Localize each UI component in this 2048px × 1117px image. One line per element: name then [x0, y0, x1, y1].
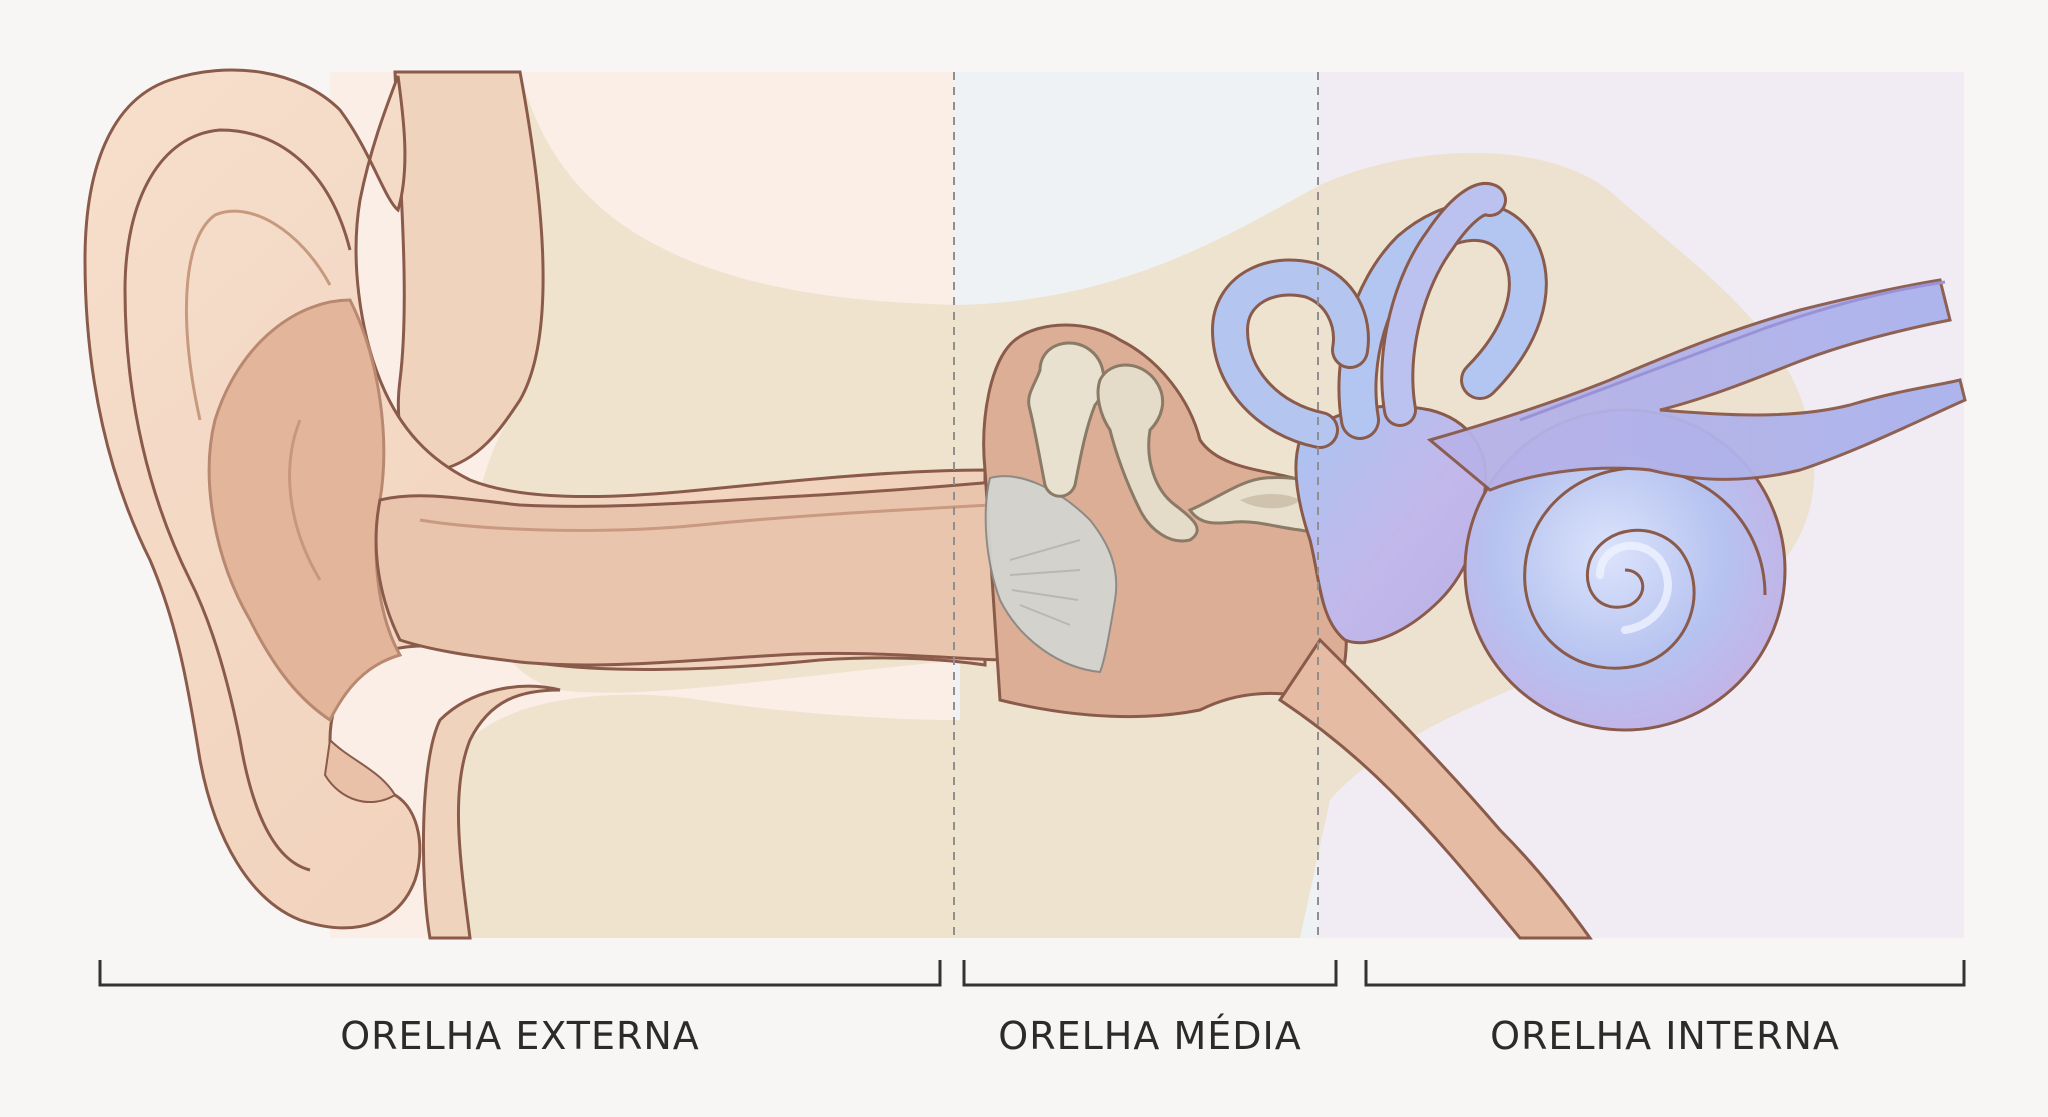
- helix-rim: [123, 128, 352, 872]
- cochlea-spiral-highlight: [1596, 541, 1672, 634]
- eardrum: [984, 475, 1118, 674]
- label-orelha-externa: ORELHA EXTERNA: [340, 1014, 700, 1058]
- incus: [1096, 363, 1199, 543]
- eardrum-fibers: [1009, 539, 1081, 626]
- stapes-opening: [1240, 494, 1300, 509]
- helix-fold: [184, 209, 332, 421]
- semicircular-canal-lateral-fill: [1213, 261, 1367, 446]
- ear-canal: [374, 480, 1002, 667]
- ear-canal-shadow: [419, 503, 991, 532]
- bracket-interna: [1364, 960, 1966, 987]
- bracket-media: [962, 960, 1338, 987]
- vestibule: [1294, 404, 1488, 645]
- vestibulocochlear-nerve: [1426, 278, 1967, 492]
- nerve-branch-upper: [1519, 280, 1946, 422]
- tragus: [323, 737, 397, 804]
- semicircular-canal-posterior-fill: [1383, 185, 1504, 424]
- antihelix: [288, 419, 322, 581]
- label-orelha-media: ORELHA MÉDIA: [998, 1014, 1302, 1058]
- malleus: [1027, 341, 1106, 498]
- label-orelha-interna: ORELHA INTERNA: [1490, 1014, 1840, 1058]
- bracket-externa: [98, 960, 942, 987]
- eustachian-tube: [1277, 637, 1593, 940]
- concha: [207, 298, 403, 723]
- lower-skin-wall: [421, 684, 561, 940]
